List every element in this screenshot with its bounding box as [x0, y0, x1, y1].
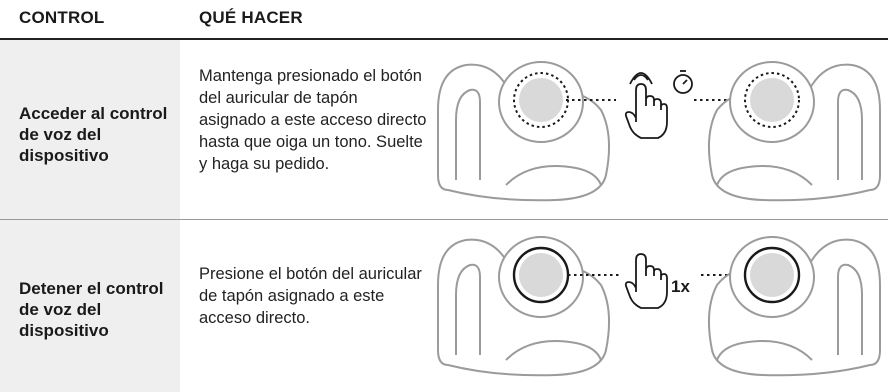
column-header-action: QUÉ HACER	[199, 8, 303, 27]
control-label: Acceder al control de voz del dispositiv…	[19, 104, 168, 165]
single-press-icon	[624, 253, 668, 309]
control-cell: Acceder al control de voz del dispositiv…	[0, 40, 180, 219]
earbud-single-press-illustration: 1x	[436, 220, 882, 392]
right-earbud-icon	[708, 61, 881, 202]
control-cell: Detener el control de voz del dispositiv…	[0, 220, 180, 392]
left-earbud-icon	[437, 236, 610, 377]
table-row: Detener el control de voz del dispositiv…	[0, 220, 888, 392]
action-description: Mantenga presionado el botón del auricul…	[199, 67, 427, 173]
row-divider	[0, 219, 888, 220]
left-earbud-icon	[437, 61, 610, 202]
column-header-control: CONTROL	[19, 8, 105, 27]
press-count-label: 1x	[671, 277, 690, 296]
table-header: CONTROL QUÉ HACER	[0, 0, 888, 38]
earbud-press-hold-illustration	[436, 40, 882, 219]
header-divider	[0, 38, 888, 40]
press-and-hold-icon	[624, 70, 693, 139]
control-label: Detener el control de voz del dispositiv…	[19, 279, 164, 340]
table-row: Acceder al control de voz del dispositiv…	[0, 40, 888, 219]
action-description: Presione el botón del auricular de tapón…	[199, 265, 422, 327]
right-earbud-icon	[708, 236, 881, 377]
